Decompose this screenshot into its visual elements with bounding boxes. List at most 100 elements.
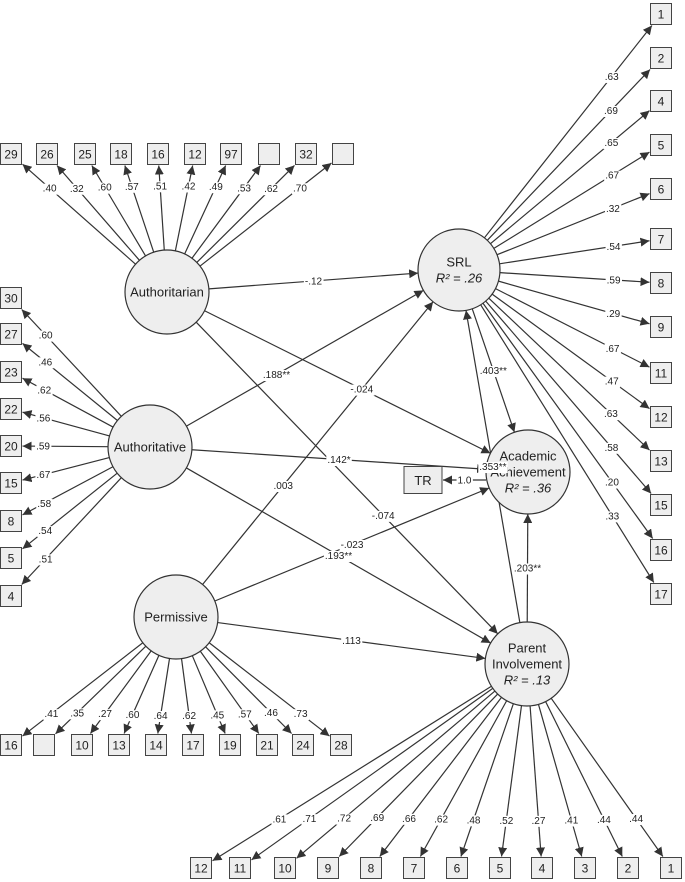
path-coef-authoritative-to-academic: .142* <box>327 455 350 466</box>
loading-coef-bg <box>291 183 309 195</box>
indicator-label-permissive-8: 21 <box>260 739 274 753</box>
indicator-label-srl-14: 17 <box>654 588 668 602</box>
indicator-label-permissive-10: 28 <box>334 739 348 753</box>
loading-coef-bg <box>301 814 318 826</box>
path-coef-bg <box>370 510 397 522</box>
loading-coef-permissive-10: .73 <box>294 709 308 720</box>
indicator-box-srl-4 <box>650 134 672 156</box>
loading-coef-srl-14: .33 <box>605 511 619 522</box>
latent-authoritative-circle <box>107 404 193 490</box>
loading-coef-bg <box>605 309 622 321</box>
path-coef-authoritarian-to-srl: -.12 <box>305 276 323 287</box>
indicator-label-parent-11: 2 <box>625 862 632 876</box>
path-coef-permissive-to-academic: -.023 <box>341 540 364 551</box>
indicator-label-authoritarian-6: 12 <box>188 148 202 162</box>
loading-coef-bg <box>37 330 55 342</box>
loading-coef-authoritative-5: .59 <box>36 442 50 453</box>
latent-authoritative-label: Authoritative <box>114 440 186 455</box>
loading-coef-bg <box>35 441 52 453</box>
indicator-box-srl-14 <box>650 583 672 605</box>
loading-arrow-parent-1 <box>212 685 492 862</box>
loading-arrow-authoritarian-1 <box>22 163 136 265</box>
indicator-label-authoritarian-3: 25 <box>78 148 92 162</box>
indicator-box-parent-3 <box>274 857 296 879</box>
loading-arrow-srl-6 <box>499 237 650 265</box>
loading-coef-bg <box>595 814 613 826</box>
loading-coef-bg <box>97 709 114 721</box>
indicator-label-authoritative-1: 30 <box>4 292 18 306</box>
loading-arrow-authoritarian-4 <box>123 165 155 253</box>
indicator-label-srl-5: 6 <box>658 183 665 197</box>
loading-coef-permissive-8: .57 <box>238 709 252 720</box>
loading-coef-permissive-3: .27 <box>98 709 112 720</box>
indicator-box-authoritarian-8 <box>258 143 280 165</box>
indicator-label-authoritative-7: 8 <box>8 515 15 529</box>
loading-coef-parent-6: .62 <box>434 815 448 826</box>
tr-box <box>403 466 443 494</box>
loading-coef-bg <box>69 708 86 720</box>
loading-coef-bg <box>124 710 141 722</box>
indicator-label-authoritarian-2: 26 <box>40 148 54 162</box>
path-coef-bg <box>323 551 354 562</box>
loading-arrow-srl-4 <box>493 151 650 249</box>
loading-arrow-authoritarian-10 <box>199 162 332 267</box>
path-coef-permissive-to-parent: .113 <box>342 636 361 647</box>
indicator-label-permissive-5: 14 <box>149 739 163 753</box>
loading-arrow-srl-10 <box>491 293 650 410</box>
loading-coef-bg <box>123 181 141 193</box>
latent-authoritarian-label: Authoritarian <box>130 285 204 300</box>
indicator-label-parent-6: 7 <box>411 862 418 876</box>
loading-coef-authoritarian-3: .60 <box>98 183 112 194</box>
path-coef-parent-to-srl: .353** <box>479 462 506 473</box>
loading-coef-permissive-5: .64 <box>154 711 168 722</box>
path-coef-authoritative-to-parent: .193** <box>325 551 352 562</box>
loading-coef-bg <box>433 814 450 826</box>
indicator-label-srl-10: 12 <box>654 411 668 425</box>
loading-arrow-parent-9 <box>529 705 545 857</box>
loading-coef-bg <box>603 105 620 117</box>
loading-arrow-authoritative-9 <box>21 477 122 585</box>
indicator-label-srl-2: 2 <box>658 52 665 66</box>
indicator-label-parent-8: 5 <box>497 862 504 876</box>
loading-coef-authoritative-8: .54 <box>38 526 52 537</box>
tr-coef-bg <box>456 475 473 487</box>
indicator-label-parent-12: 1 <box>668 862 675 876</box>
loading-coef-bg <box>37 526 54 538</box>
loading-coef-bg <box>35 413 52 425</box>
loading-coef-srl-6: .54 <box>607 242 621 253</box>
indicator-label-parent-2: 11 <box>234 862 247 876</box>
loading-coef-srl-5: .32 <box>606 204 620 215</box>
loading-arrow-srl-2 <box>486 69 651 241</box>
path-coef-bg <box>478 462 508 474</box>
loading-coef-bg <box>41 183 59 195</box>
loading-coef-bg <box>530 815 547 827</box>
loading-coef-permissive-1: .41 <box>44 709 58 720</box>
indicator-box-permissive-7 <box>219 734 241 756</box>
indicator-label-permissive-7: 19 <box>223 739 237 753</box>
indicator-box-srl-12 <box>650 494 672 516</box>
path-coef-srl-to-academic: .403** <box>480 366 507 377</box>
loading-coef-srl-1: .63 <box>605 72 619 83</box>
indicator-box-authoritative-3 <box>0 361 22 383</box>
loading-coef-bg <box>603 71 621 83</box>
loading-coef-bg <box>465 815 482 827</box>
path-coef-authoritarian-to-academic: -.024 <box>350 385 373 396</box>
loading-arrow-parent-8 <box>498 705 523 857</box>
loading-coef-bg <box>292 709 310 721</box>
loading-coef-authoritarian-10: .70 <box>293 183 307 194</box>
loading-coef-parent-4: .69 <box>370 813 384 824</box>
loading-coef-parent-2: .71 <box>302 814 316 825</box>
loading-coef-bg <box>369 813 386 825</box>
loading-arrow-permissive-10 <box>208 642 330 737</box>
loading-arrow-srl-5 <box>496 192 650 256</box>
loading-coef-permissive-4: .60 <box>126 710 140 721</box>
loading-arrow-permissive-1 <box>22 642 144 737</box>
indicator-label-srl-12: 15 <box>654 499 668 513</box>
indicator-label-authoritarian-5: 16 <box>151 148 165 162</box>
path-coef-authoritative-to-srl: .188** <box>263 370 290 381</box>
latent-parent-label: Parent <box>508 641 547 656</box>
indicator-box-permissive-10 <box>330 734 352 756</box>
indicator-box-srl-11 <box>650 450 672 472</box>
latent-srl-r2: R² = .26 <box>436 271 483 286</box>
